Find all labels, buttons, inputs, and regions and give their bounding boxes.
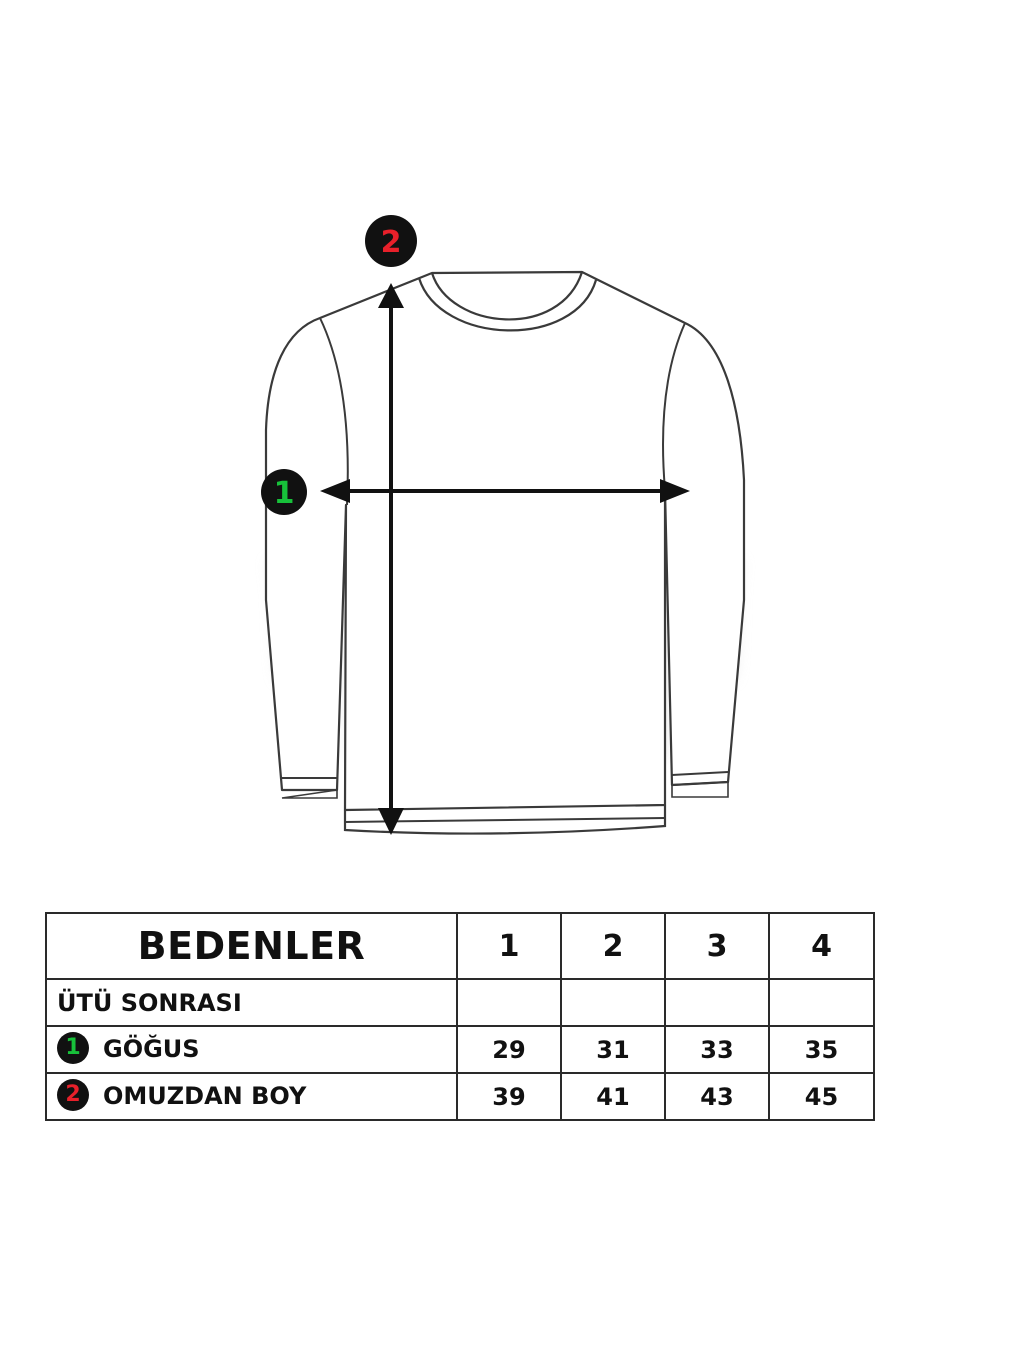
- table-row: 2 OMUZDAN BOY 39 41 43 45: [45, 1072, 875, 1121]
- table-cell: 43: [664, 1072, 770, 1121]
- length-badge-icon: 2: [57, 1079, 89, 1111]
- chest-marker-number: 1: [274, 476, 295, 511]
- size-header: 2: [560, 912, 666, 980]
- size-header: 3: [664, 912, 770, 980]
- horizontal-arrow-icon: [320, 479, 690, 503]
- garment-diagram: 2 1: [261, 215, 746, 835]
- table-cell: [664, 978, 770, 1027]
- table-cell: [560, 978, 666, 1027]
- row-label-text: GÖĞUS: [103, 1035, 200, 1063]
- row-label-text: OMUZDAN BOY: [103, 1082, 307, 1110]
- row-label: 1 GÖĞUS: [45, 1025, 458, 1074]
- table-cell: 31: [560, 1025, 666, 1074]
- table-cell: 29: [456, 1025, 562, 1074]
- vertical-arrow-icon: [378, 283, 404, 835]
- table-cell: 39: [456, 1072, 562, 1121]
- length-marker-number: 2: [381, 225, 402, 260]
- chest-marker: 1: [261, 469, 307, 515]
- table-header-row: BEDENLER 1 2 3 4: [45, 912, 875, 980]
- table-title: BEDENLER: [45, 912, 458, 980]
- chest-badge-icon: 1: [57, 1032, 89, 1064]
- length-marker: 2: [365, 215, 417, 267]
- row-label-text: ÜTÜ SONRASI: [57, 988, 242, 1017]
- table-row: ÜTÜ SONRASI: [45, 978, 875, 1027]
- table-row: 1 GÖĞUS 29 31 33 35: [45, 1025, 875, 1074]
- table-cell: 35: [768, 1025, 875, 1074]
- size-header: 1: [456, 912, 562, 980]
- table-cell: 45: [768, 1072, 875, 1121]
- table-cell: 33: [664, 1025, 770, 1074]
- table-cell: [768, 978, 875, 1027]
- sweatshirt-outline-icon: [264, 270, 746, 835]
- table-cell: 41: [560, 1072, 666, 1121]
- size-header: 4: [768, 912, 875, 980]
- row-label: 2 OMUZDAN BOY: [45, 1072, 458, 1121]
- table-cell: [456, 978, 562, 1027]
- row-label: ÜTÜ SONRASI: [45, 978, 458, 1027]
